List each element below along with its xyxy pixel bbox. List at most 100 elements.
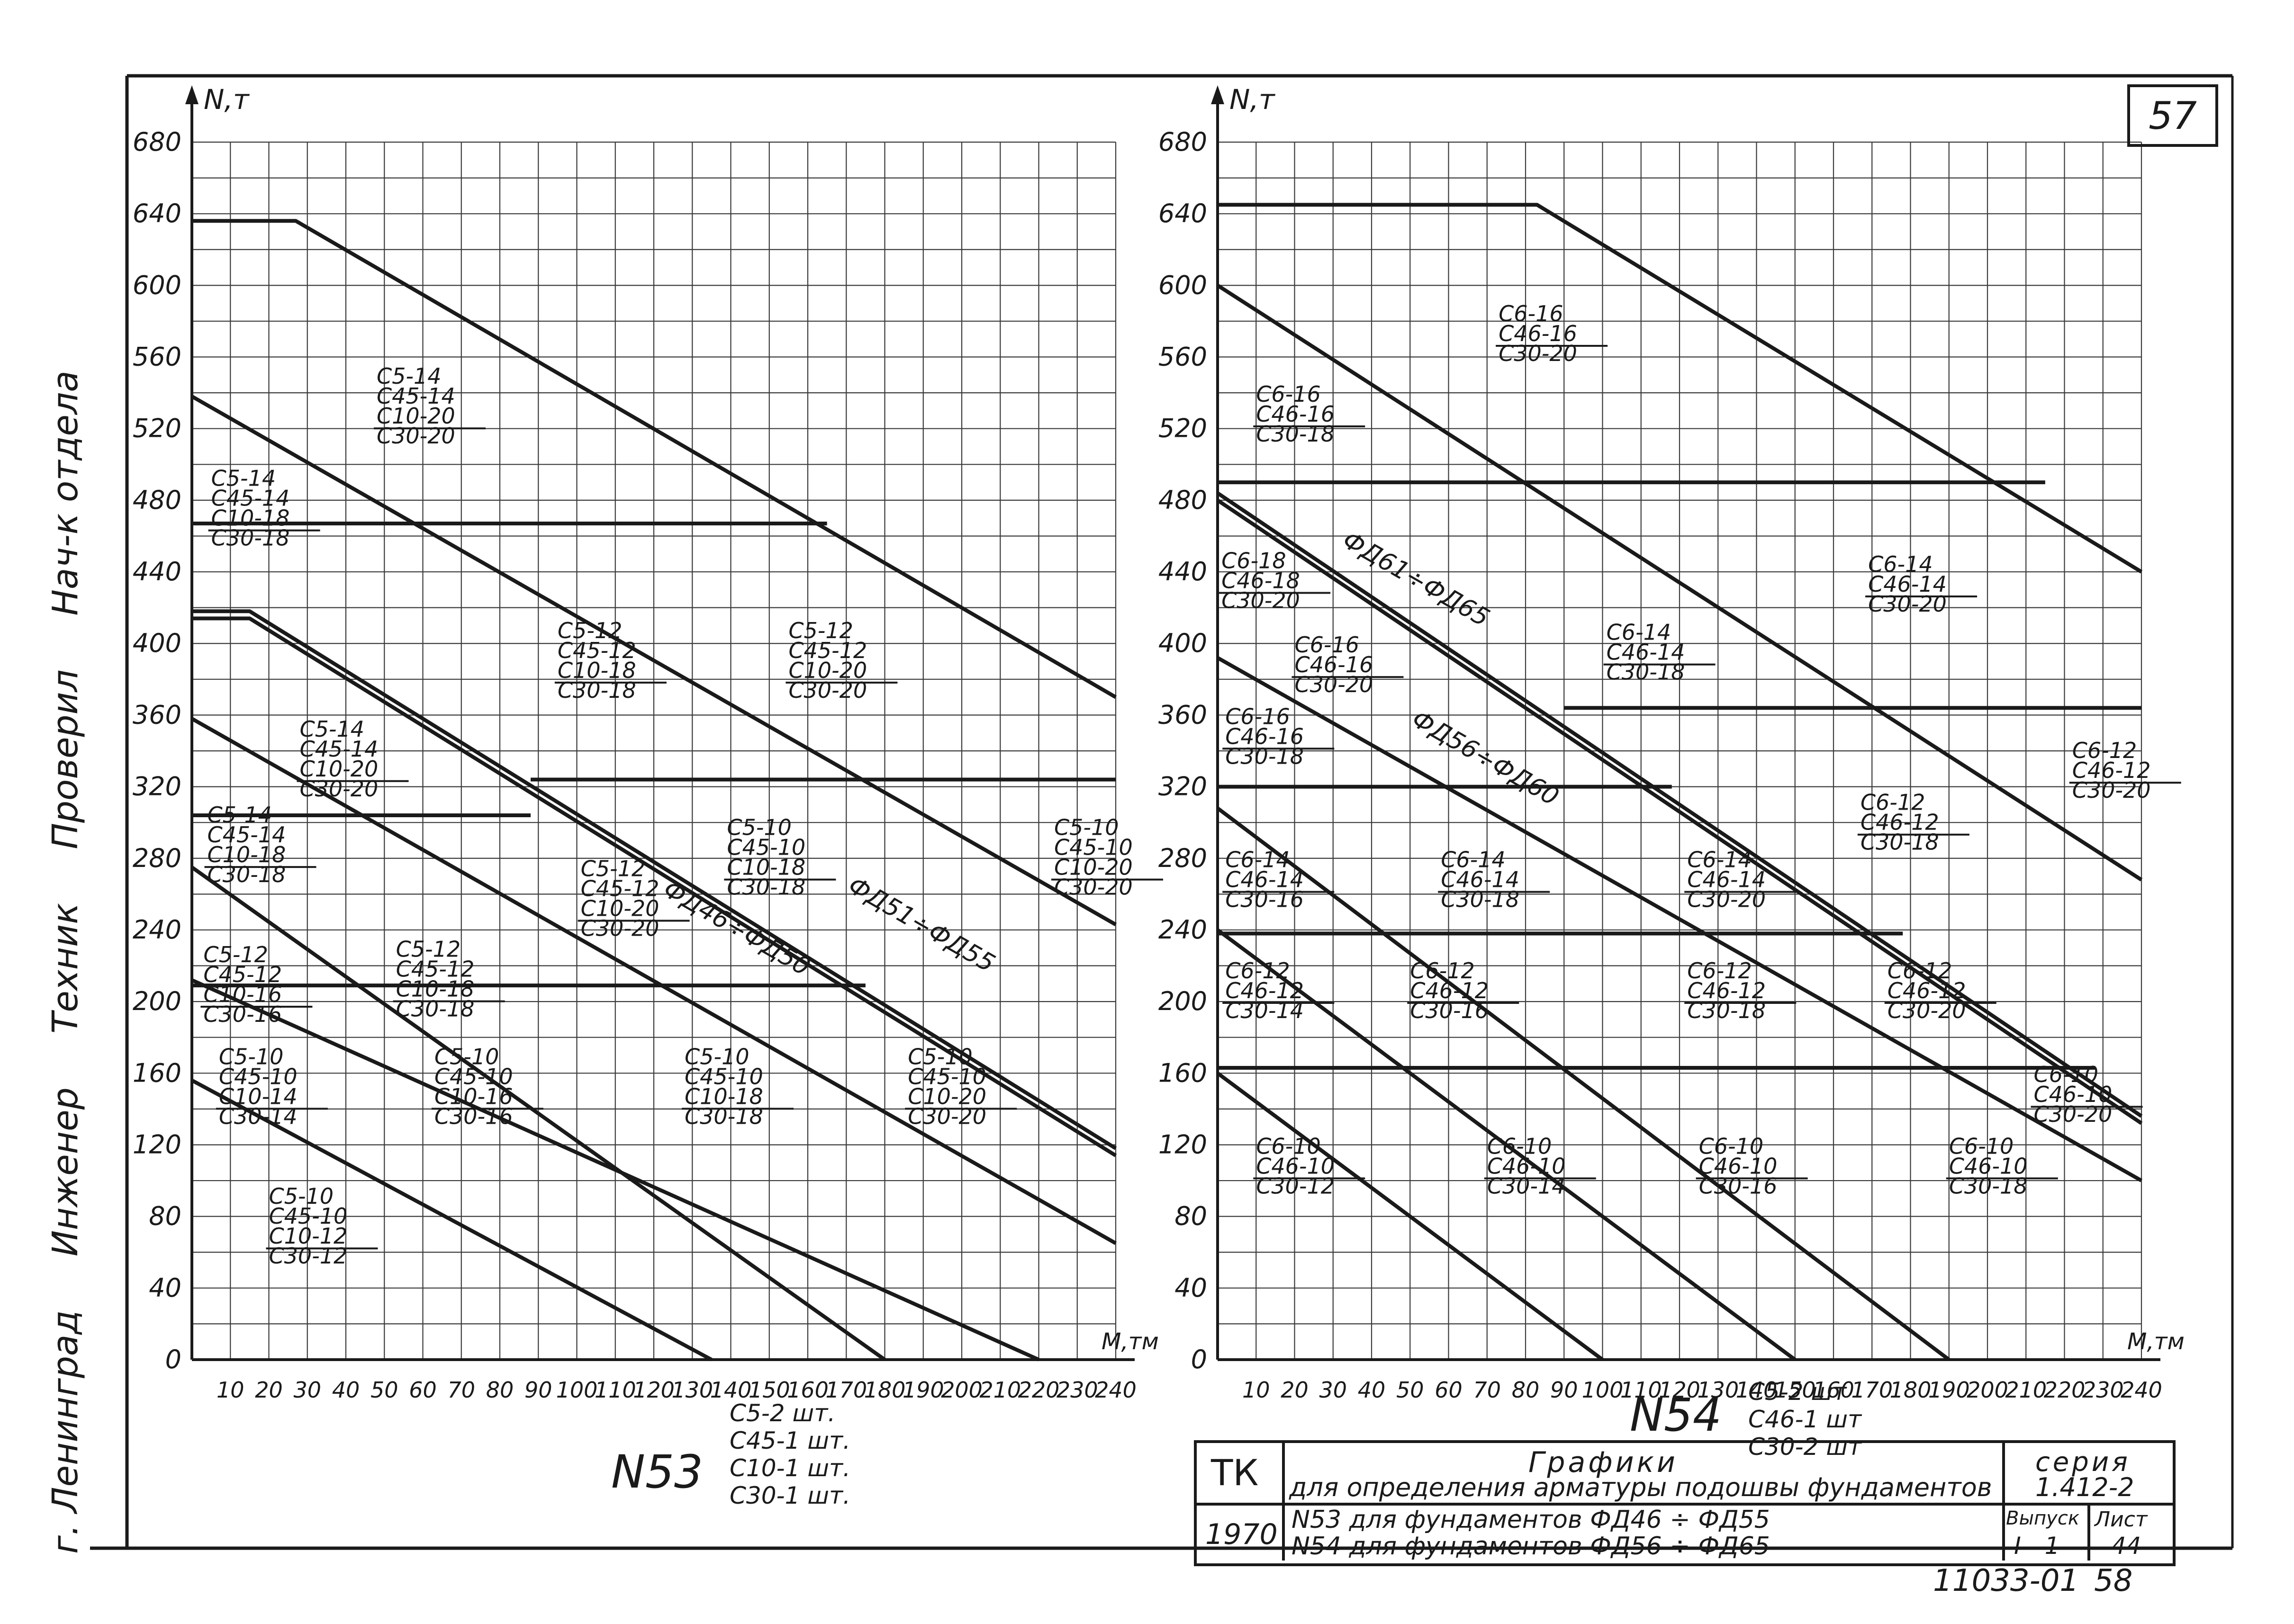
n54-annotation-text: С30-20 (1499, 341, 1577, 366)
n53-x-tick-label: 60 (409, 1377, 437, 1403)
n53-y-tick-label: 440 (133, 557, 181, 586)
n53-series-line-4 (192, 616, 1117, 1157)
n54-annotation-text: С46-14 (1225, 867, 1304, 893)
n54-annotation-text: С30-12 (1256, 1173, 1335, 1199)
n54-caption-item: С46-1 шт (1748, 1406, 1862, 1433)
n53-annotation-text: С30-20 (377, 423, 455, 449)
n54-annotation-text: С46-14 (1607, 640, 1685, 665)
n53-x-tick-label: 50 (370, 1377, 398, 1403)
n54-annotation-text: С30-18 (1687, 998, 1766, 1023)
n54-x-tick-label: 40 (1358, 1377, 1386, 1403)
n54-annotation-text: С30-20 (1295, 672, 1373, 697)
n54-annotation-text: С6-14 (1868, 551, 1933, 577)
n54-series-line-5 (1217, 656, 2142, 1182)
n54-caption-item: С30-2 шт (1748, 1433, 1862, 1461)
n54-x-tick-label: 140 (1736, 1377, 1778, 1403)
n54-ylabel: N,т (1229, 83, 1276, 116)
n53-annotation-text: С10-20 (788, 658, 867, 683)
n53-annotation-text: С5-14 (211, 466, 276, 491)
n54-y-tick-label: 240 (1158, 915, 1207, 945)
n54-y-tick-label: 0 (1191, 1344, 1207, 1374)
n53-y-tick-label: 240 (133, 915, 181, 945)
n54-annotation-text: С30-14 (1225, 998, 1304, 1023)
n54-series-line-6 (1216, 806, 1951, 1362)
n53-x-tick-label: 40 (332, 1377, 360, 1403)
n54-annotation-text: С30-20 (1888, 998, 1966, 1023)
n53-y-tick-label: 120 (133, 1129, 181, 1159)
n54-x-tick-label: 80 (1512, 1377, 1540, 1403)
n54-xlabel: M,тм (2127, 1328, 2185, 1355)
n53-annotation-text: С45-10 (685, 1064, 763, 1089)
sidebar-engineer: Инженер (45, 1087, 86, 1257)
sidebar-signatures: г. Ленинград Инженер Техник Проверил Нач… (45, 133, 102, 1554)
n54-series-line-1 (1218, 203, 2143, 574)
n53-y-tick-label: 160 (133, 1058, 181, 1088)
n53-y-tick-label: 560 (133, 342, 181, 372)
n53-annotation-text: С5-12 (558, 618, 623, 643)
n54-x-tick-label: 170 (1851, 1377, 1893, 1403)
n54-annotation-text: С46-10 (1487, 1153, 1566, 1179)
n53-annotation-text: С10-20 (300, 756, 379, 782)
n53-annotation-text: С5-10 (908, 1044, 973, 1069)
n54-annotation-text: С46-16 (1499, 321, 1577, 346)
n54-series-line-7 (1216, 928, 1797, 1362)
n54-annotation-text: С6-16 (1295, 632, 1360, 658)
n54-x-tick-label: 10 (1242, 1377, 1270, 1403)
n53-annotation-text: С30-18 (685, 1103, 763, 1129)
n53-annotation-text: С30-12 (269, 1243, 348, 1269)
n53-annotation-text: С30-20 (1054, 875, 1133, 900)
n54-annotation-text: С6-10 (1256, 1133, 1321, 1159)
n54-y-tick-label: 40 (1174, 1273, 1207, 1303)
n53-series-line-1 (192, 219, 1117, 699)
n54-range-label-1: ФД61÷ФД65 (1338, 526, 1494, 632)
n54-x-tick-label: 50 (1396, 1377, 1424, 1403)
n53-annotation-text: С10-18 (685, 1083, 763, 1109)
n53-annotation-text: С5-10 (269, 1183, 334, 1209)
n53-caption-item: С10-1 шт. (730, 1454, 850, 1482)
n54-caption: N54 (1630, 1389, 1722, 1442)
n54-annotation-text: С30-20 (1868, 591, 1947, 617)
n54-annotation-text: С6-12 (1687, 958, 1752, 983)
n53-annotation-text: С5-14 (300, 716, 365, 742)
tb-issue-label: Выпуск (2006, 1507, 2079, 1529)
n53-annotation-text: С45-10 (434, 1064, 513, 1089)
n53-caption-item: С5-2 шт. (730, 1399, 835, 1427)
n54-x-tick-label: 130 (1697, 1377, 1739, 1403)
n54-series-line-4 (1216, 498, 2143, 1125)
n53-y-tick-label: 680 (133, 127, 181, 157)
n53-x-tick-label: 190 (903, 1377, 944, 1403)
n54-annotation-text: С46-12 (1410, 978, 1489, 1003)
n53-x-tick-label: 170 (825, 1377, 867, 1403)
n54-annotation-text: С46-16 (1225, 723, 1304, 749)
tb-year: 1970 (1205, 1518, 1278, 1551)
n53-caption-item: С30-1 шт. (730, 1482, 850, 1509)
n53-x-tick-label: 240 (1095, 1377, 1137, 1403)
n54-annotation-text: С46-14 (1868, 571, 1947, 597)
n54-y-tick-label: 600 (1158, 270, 1207, 300)
n54-y-arrow (1211, 85, 1224, 104)
n54-y-tick-label: 440 (1158, 557, 1207, 586)
n53-annotation-text: С45-14 (377, 383, 455, 409)
n53-annotation-text: С10-16 (203, 982, 282, 1007)
tb-sheet-divider (2087, 1503, 2090, 1561)
n54-y-tick-label: 520 (1158, 414, 1207, 443)
n53-x-tick-label: 80 (486, 1377, 514, 1403)
n54-series-line-2 (1216, 283, 2143, 882)
n53-annotation-text: С30-18 (727, 875, 805, 900)
n54-x-tick-label: 240 (2121, 1377, 2162, 1403)
